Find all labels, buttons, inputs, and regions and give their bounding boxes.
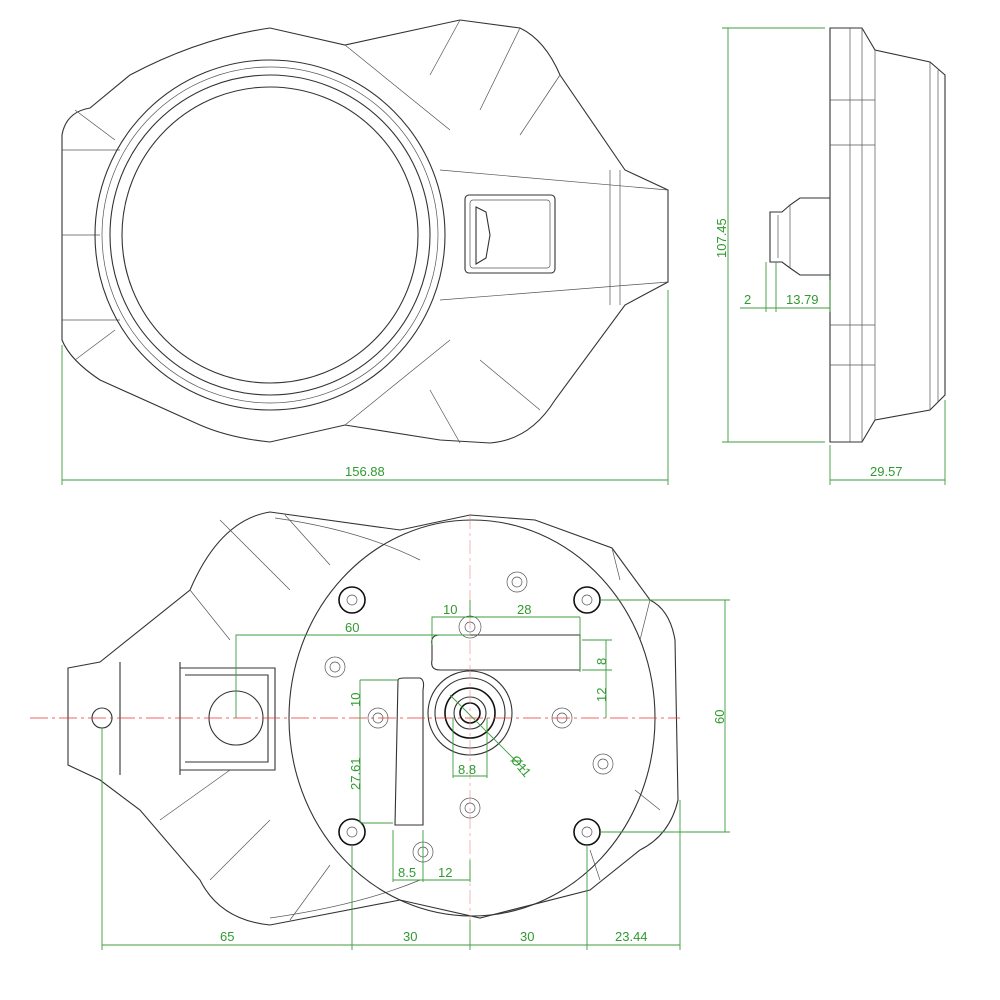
side-view — [769, 27, 946, 443]
dim-27-61: 27.61 — [348, 757, 363, 790]
dim-30-right: 30 — [520, 929, 534, 944]
dim-65: 65 — [220, 929, 234, 944]
dim-107-45: 107.45 — [714, 218, 729, 258]
dim-2: 2 — [744, 292, 751, 307]
dim-60-right: 60 — [712, 710, 727, 724]
small-holes — [324, 571, 614, 863]
dim-60-left: 60 — [345, 620, 359, 635]
front-view — [61, 19, 669, 444]
slot-upper — [431, 634, 581, 671]
dim-23-44: 23.44 — [615, 929, 648, 944]
side-knob — [769, 197, 830, 276]
display-lens — [121, 86, 419, 384]
side-dimensions: 107.45 2 13.79 29.57 — [714, 27, 946, 485]
dim-30-left: 30 — [403, 929, 417, 944]
dim-13-79: 13.79 — [786, 292, 819, 307]
dim-8-5: 8.5 — [398, 865, 416, 880]
dim-10-top: 10 — [443, 602, 457, 617]
dim-28: 28 — [517, 602, 531, 617]
dim-12-right: 12 — [594, 688, 609, 702]
slot-left — [394, 677, 425, 826]
mounting-holes — [338, 586, 601, 846]
rear-body-outline — [67, 511, 679, 926]
dim-8: 8 — [594, 658, 609, 665]
front-body-outline — [61, 19, 669, 444]
dim-12-bottom: 12 — [438, 865, 452, 880]
rear-dimensions: 60 10 28 8 12 10 27.61 8.8 Ø11 8.5 12 60… — [101, 599, 730, 950]
rear-view — [30, 511, 680, 926]
front-button — [464, 194, 556, 274]
front-bezel-outer — [94, 59, 446, 411]
front-width-dimension: 156.88 — [61, 290, 669, 485]
dim-156-88: 156.88 — [345, 464, 385, 479]
dim-29-57: 29.57 — [870, 464, 903, 479]
dim-10-left: 10 — [348, 693, 363, 707]
dim-8-8: 8.8 — [458, 762, 476, 777]
